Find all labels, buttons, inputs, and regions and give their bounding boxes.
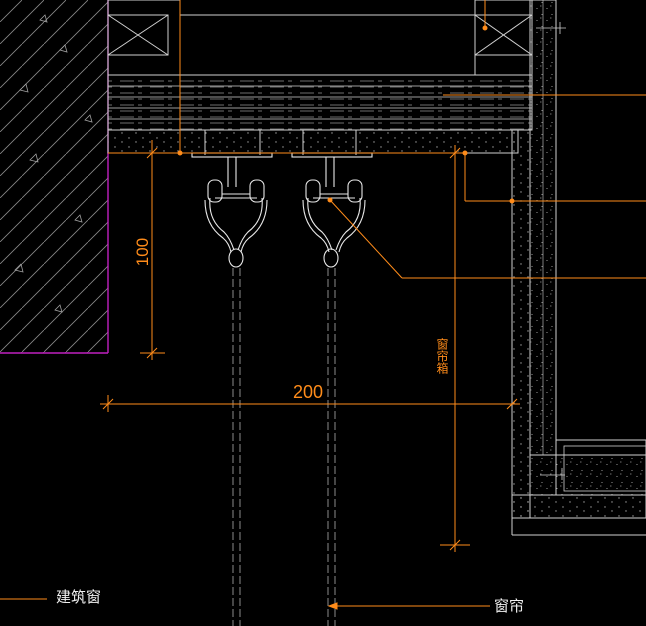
label-curtain: 窗帘	[494, 597, 525, 615]
ceiling-joist-left	[107, 0, 181, 76]
ceiling-cavity	[179, 14, 476, 76]
dimension-lines	[0, 0, 646, 610]
curtain-track-1	[191, 152, 273, 268]
vertical-note: 窗帘箱	[435, 338, 449, 374]
left-wall	[0, 0, 109, 354]
dim-horizontal-200: 200	[293, 382, 323, 402]
right-wall	[511, 0, 646, 536]
ceiling-layers	[107, 74, 533, 154]
fixing-screws	[200, 129, 361, 155]
curtain-fabric	[232, 268, 336, 626]
curtain-track-2	[291, 152, 373, 268]
dim-vertical-100: 100	[133, 238, 152, 266]
label-building-window: 建筑窗	[56, 588, 102, 606]
ceiling-joist-right	[474, 0, 533, 76]
